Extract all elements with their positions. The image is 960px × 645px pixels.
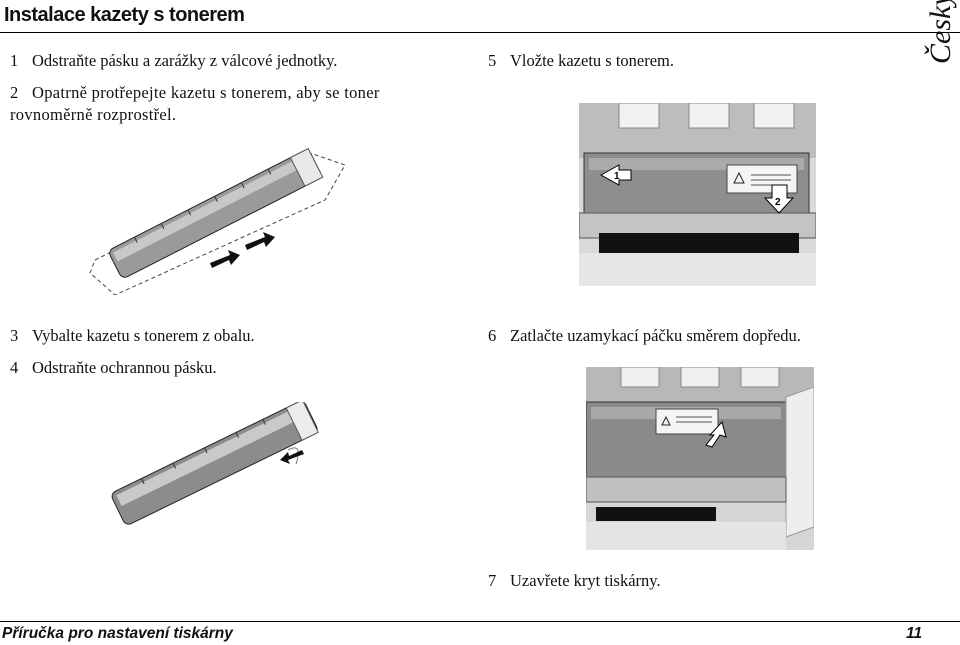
step-text: Zatlačte uzamykací páčku směrem dopředu.: [510, 326, 801, 345]
step-5: 5 Vložte kazetu s tonerem.: [488, 50, 674, 72]
page-number: 11: [906, 625, 923, 642]
step-number: 3: [10, 326, 19, 345]
step-7: 7 Uzavřete kryt tiskárny.: [488, 570, 661, 592]
page-title: Instalace kazety s tonerem: [4, 4, 245, 26]
step-text: Opatrně protřepejte kazetu s tonerem, ab…: [10, 83, 380, 124]
lever-arrow-icon: [705, 420, 727, 448]
step-number: 1: [10, 51, 19, 70]
step-text: Odstraňte ochrannou pásku.: [32, 358, 217, 377]
arrow-2-label: 2: [775, 197, 781, 208]
insert-toner-illustration: 1 2: [579, 103, 816, 286]
tape-arrow-icon: [280, 450, 304, 464]
step-text: Vložte kazetu s tonerem.: [510, 51, 675, 70]
header-rule: [0, 32, 960, 33]
step-number: 2: [10, 83, 19, 102]
step-text: Vybalte kazetu s tonerem z obalu.: [32, 326, 255, 345]
remove-tape-illustration: [111, 402, 319, 525]
step-3: 3 Vybalte kazetu s tonerem z obalu.: [10, 325, 255, 347]
arrow-1-label: 1: [614, 171, 620, 182]
step-text: Odstraňte pásku a zarážky z válcové jedn…: [32, 51, 338, 70]
step-text: Uzavřete kryt tiskárny.: [510, 571, 661, 590]
shake-arrow-right-icon: [245, 232, 275, 250]
shake-toner-illustration: [89, 147, 346, 295]
footer-rule: [0, 621, 960, 622]
step-1: 1 Odstraňte pásku a zarážky z válcové jed…: [10, 50, 337, 72]
step-4: 4 Odstraňte ochrannou pásku.: [10, 357, 217, 379]
step-number: 6: [488, 326, 497, 345]
step-number: 7: [488, 571, 497, 590]
language-tab: Česky: [922, 0, 960, 64]
footer-title: Příručka pro nastavení tiskárny: [2, 625, 233, 642]
lock-lever-illustration: [586, 367, 814, 550]
shake-arrow-left-icon: [210, 250, 240, 268]
insert-arrow-2-icon: [763, 184, 795, 214]
step-number: 5: [488, 51, 497, 70]
step-number: 4: [10, 358, 19, 377]
language-label: Česky: [924, 0, 957, 64]
step-6: 6 Zatlačte uzamykací páčku směrem dopředu…: [488, 325, 801, 347]
insert-arrow-1-icon: [599, 164, 632, 186]
